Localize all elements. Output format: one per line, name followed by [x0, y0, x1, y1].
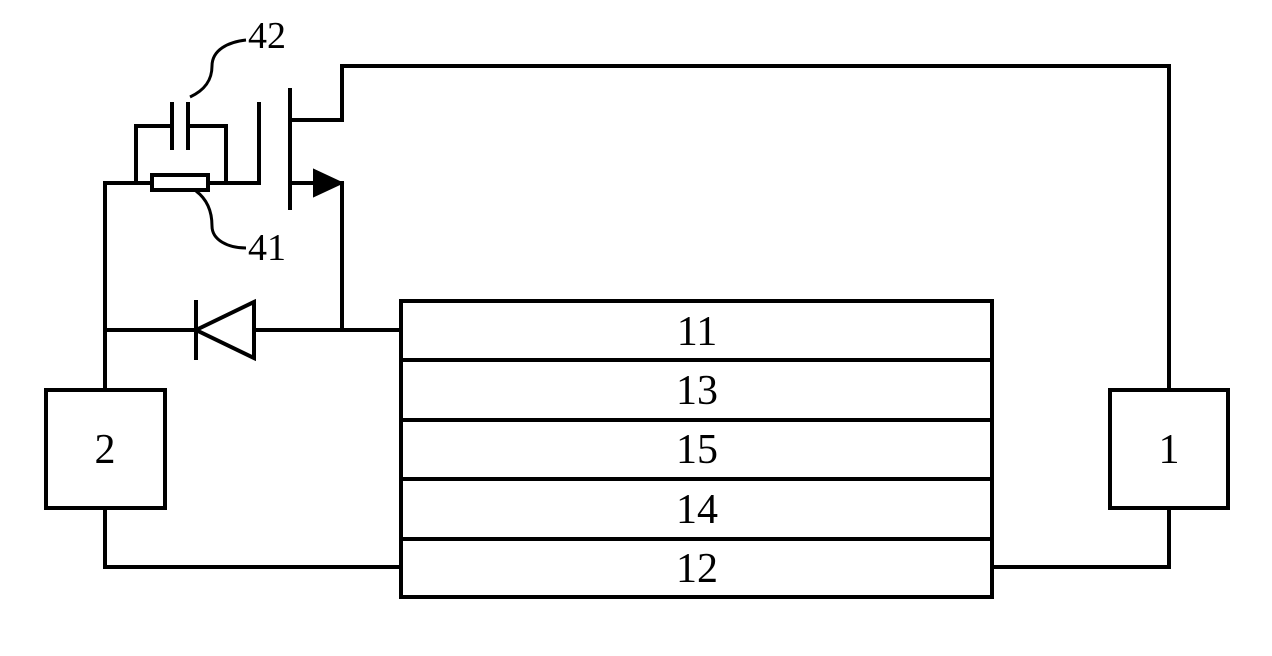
wire-box2-to-layer12 [105, 508, 401, 567]
transistor-source-arrow [314, 170, 342, 196]
layer-stack: 11 13 15 14 12 [401, 301, 992, 597]
box-1: 1 [1110, 390, 1228, 508]
wire-layer12-to-box1 [992, 508, 1169, 567]
layer-11-label: 11 [677, 309, 717, 355]
wires [105, 66, 1169, 567]
box-2-label: 2 [95, 427, 116, 473]
box-1-label: 1 [1159, 427, 1180, 473]
layer-15-label: 15 [676, 427, 718, 473]
callout-42-leader [190, 40, 246, 97]
layer-12-label: 12 [676, 546, 718, 592]
diode [196, 302, 254, 358]
box-2: 2 [46, 390, 165, 508]
transistor [259, 90, 342, 208]
wire-top-rail [290, 66, 1169, 390]
callout-42-label: 42 [248, 15, 286, 57]
layer-13-label: 13 [676, 368, 718, 414]
resistor-41 [152, 175, 208, 190]
diode-triangle [196, 302, 254, 358]
resistor-capacitor-network [136, 104, 259, 190]
callout-41-leader [196, 191, 246, 248]
callouts: 42 41 [190, 15, 286, 269]
wire-left-vertical [105, 183, 152, 390]
layer-14-label: 14 [676, 487, 718, 533]
callout-41-label: 41 [248, 227, 286, 269]
